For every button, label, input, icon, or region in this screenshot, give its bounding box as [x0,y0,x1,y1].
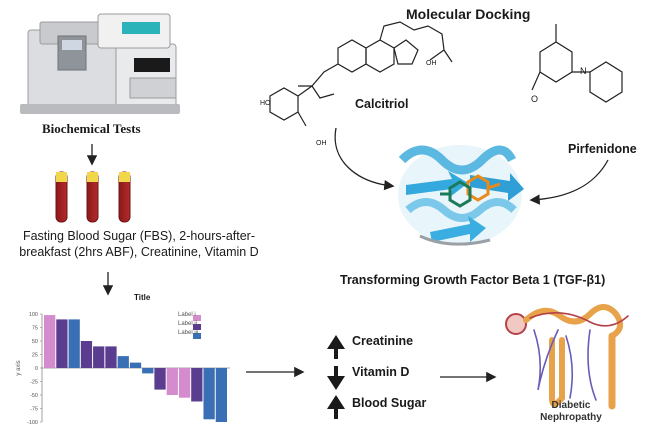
legend-label-i: Label i [178,312,196,318]
atom-label-n: N [580,66,587,76]
y-tick-label: -50 [30,393,38,399]
outcome-line2: Nephropathy [540,412,602,423]
page-title: Molecular Docking [406,6,531,22]
bar [68,319,80,368]
bar [117,356,129,368]
y-axis-label: y axis [16,360,22,375]
legend-swatch-label-i [193,315,201,321]
y-tick-label: 25 [32,353,38,359]
bar [178,368,191,398]
bar [142,368,154,374]
legend-label-iii: Label iii [178,330,199,336]
bar [191,368,203,402]
y-tick-label: 0 [35,366,38,372]
calcitriol-label: Calcitriol [355,97,409,111]
bar [215,368,228,422]
arrow-up-icon [327,395,345,419]
result-blood-sugar: Blood Sugar [352,396,427,410]
bar [93,346,105,368]
bar [44,315,56,368]
bar [56,319,68,368]
y-tick-label: 100 [29,312,38,318]
y-tick-label: 50 [32,339,38,345]
result-vitamin-d: Vitamin D [352,365,410,379]
tgf-beta-label: Transforming Growth Factor Beta 1 (TGF-β… [340,273,606,287]
tests-description: Fasting Blood Sugar (FBS), 2-hours-after… [19,229,259,259]
arrow-up-icon [327,335,345,359]
tgf-beta-protein-icon [398,145,524,246]
legend-swatch-label-ii [193,324,201,330]
bar [80,341,93,368]
bar [129,362,142,368]
pirfenidone-structure-icon [531,24,623,103]
calcitriol-oh-label: OH [316,140,327,147]
calcitriol-oh-label: HO [260,100,271,107]
y-tick-label: -75 [30,407,38,413]
result-creatinine: Creatinine [352,334,414,348]
blood-tubes-icon [55,171,131,223]
bar-chart: 100 75 50 25 0 -25 -50 -75 -100 y axis [16,312,230,426]
bar [203,368,215,420]
legend-swatch-label-iii [193,333,201,339]
biochemical-tests-label: Biochemical Tests [42,121,141,136]
bar [166,368,178,395]
pirfenidone-label: Pirfenidone [568,142,637,156]
analyzer-machine-icon [20,13,180,114]
y-tick-label: -100 [27,420,38,426]
y-tick-label: -25 [30,380,38,386]
y-tick-label: 75 [32,326,38,332]
calcitriol-oh-label: OH [426,60,437,67]
bar [105,346,117,368]
bar [154,368,166,390]
chart-title: Title [134,293,151,302]
outcome-line1: Diabetic [551,400,591,411]
nephron-icon [505,304,629,410]
legend-label-ii: Label ii [178,321,198,327]
arrow-down-icon [327,366,345,390]
atom-label-o: O [531,94,539,104]
calcitriol-structure-icon [269,21,453,127]
